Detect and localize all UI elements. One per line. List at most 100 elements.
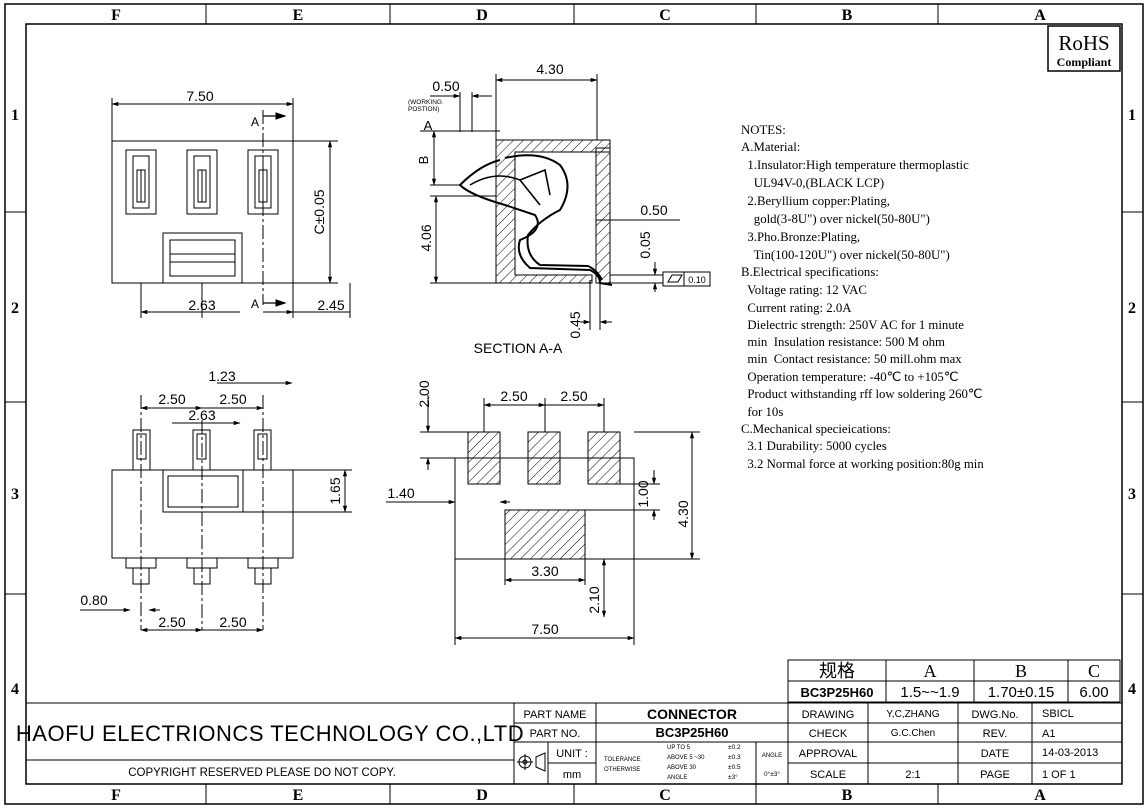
label-b: B — [416, 156, 431, 165]
dim-250a: 2.50 — [158, 391, 185, 407]
col-label-bottom: B — [842, 787, 853, 804]
dim-330: 3.30 — [531, 563, 558, 579]
flatness-value: 0.10 — [688, 275, 706, 285]
dim-250c: 2.50 — [158, 614, 185, 630]
title-block — [26, 702, 1122, 784]
note-line: 3.2 Normal force at working position:80g… — [741, 457, 984, 471]
dim-210: 2.10 — [586, 586, 602, 613]
date-value: 14-03-2013 — [1042, 747, 1098, 759]
part-name-label: PART NAME — [524, 709, 587, 721]
col-label-top: F — [111, 7, 121, 24]
tol-03: ±0.3 — [728, 754, 741, 761]
copyright: COPYRIGHT RESERVED PLEASE DO NOT COPY. — [128, 767, 396, 779]
col-label-bottom: A — [1034, 787, 1046, 804]
dim-165: 1.65 — [327, 477, 343, 504]
note-line: Operation temperature: -40℃ to +105℃ — [741, 370, 958, 384]
row-label-right: 3 — [1128, 486, 1136, 503]
dim-c: C±0.05 — [311, 189, 327, 234]
tolerance-label: TOLERANCE — [604, 757, 641, 763]
dim-263: 2.63 — [188, 407, 215, 423]
dim-430: 4.30 — [536, 61, 563, 77]
dim-200: 2.00 — [416, 380, 432, 407]
note-line: 3.Pho.Bronze:Plating, — [741, 230, 860, 244]
note-line: min Contact resistance: 50 mill.ohm max — [741, 352, 962, 366]
col-label-top: B — [842, 7, 853, 24]
section-mark-a-bottom: A — [251, 297, 259, 311]
note-line: B.Electrical specifications: — [741, 265, 879, 279]
note-line: Current rating: 2.0A — [741, 301, 852, 315]
unit-value: mm — [563, 769, 581, 781]
dim-430: 4.30 — [675, 500, 691, 527]
company-name: HAOFU ELECTRIONCS TECHNOLOGY CO.,LTD — [16, 721, 524, 746]
tol-05: ±0.5 — [728, 764, 741, 771]
label-a: A — [424, 118, 433, 133]
spec-header: 规格 — [819, 661, 855, 681]
row-label-left: 3 — [11, 486, 19, 503]
sheet-border — [4, 3, 1144, 805]
tol-up5: UP TO 5 — [667, 745, 691, 751]
rev-value: A1 — [1042, 728, 1055, 740]
tol-angle-small: ANGLE — [667, 775, 687, 781]
row-label-left: 2 — [11, 300, 19, 317]
drawing-by: Y,C,ZHANG — [886, 709, 939, 720]
spec-model: BC3P25H60 — [801, 685, 874, 700]
dim-045: 0.45 — [567, 311, 583, 338]
spec-b-value: 1.70±0.15 — [988, 684, 1055, 701]
dim-263: 2.63 — [188, 297, 215, 313]
contact-windows — [125, 149, 279, 215]
col-label-bottom: C — [659, 787, 671, 804]
pcb-layout-labels: 2.00 2.50 2.50 1.40 1.00 4.30 3.30 2.10 … — [387, 380, 691, 637]
dim-080: 0.80 — [80, 592, 107, 608]
note-line: A.Material: — [741, 140, 800, 154]
col-label-top: A — [1034, 7, 1046, 24]
dwg-no-label: DWG.No. — [971, 709, 1018, 721]
front-view-labels: 1.23 2.50 2.50 2.63 1.65 0.80 2.50 2.50 — [80, 368, 343, 630]
tol-above30: ABOVE 30 — [667, 765, 697, 771]
tol-3deg: ±3° — [728, 773, 738, 781]
dim-140: 1.40 — [387, 485, 414, 501]
scale-value: 2:1 — [905, 769, 920, 781]
dim-123: 1.23 — [208, 368, 235, 384]
note-line: C.Mechanical specieications: — [741, 422, 891, 436]
dim-750: 7.50 — [531, 621, 558, 637]
row-label-right: 1 — [1128, 107, 1136, 124]
dim-250a: 2.50 — [500, 388, 527, 404]
dim-250d: 2.50 — [219, 614, 246, 630]
dim-005: 0.05 — [637, 231, 653, 258]
date-label: DATE — [981, 748, 1010, 760]
rev-label: REV. — [983, 728, 1008, 740]
angle-label: ANGLE — [762, 753, 782, 759]
dim-245: 2.45 — [317, 297, 344, 313]
dim-100: 1.00 — [635, 480, 651, 507]
dim-406: 4.06 — [418, 224, 434, 251]
note-line: 1.Insulator:High temperature thermoplast… — [741, 158, 969, 172]
note-line: gold(3-8U") over nickel(50-80U") — [741, 212, 930, 226]
pcb-layout — [386, 395, 700, 645]
row-label-right: 2 — [1128, 300, 1136, 317]
approval-label: APPROVAL — [799, 748, 858, 760]
section-view-labels: 4.30 0.50 (WORKING POSTION) A B 4.06 0.5… — [408, 61, 706, 356]
page-value: 1 OF 1 — [1042, 769, 1076, 781]
col-label-top: E — [293, 7, 304, 24]
spec-header-b: B — [1015, 661, 1027, 681]
section-title: SECTION A-A — [474, 340, 563, 356]
dim-050-top: 0.50 — [432, 78, 459, 94]
part-no: BC3P25H60 — [656, 725, 729, 740]
check-label: CHECK — [809, 728, 848, 740]
check-by: G.C.Chen — [891, 728, 935, 739]
dim-250b: 2.50 — [219, 391, 246, 407]
rohs-title: RoHS — [1058, 31, 1109, 55]
drawing-label: DRAWING — [802, 709, 855, 721]
section-mark-a-top: A — [251, 115, 259, 129]
note-line: 2.Beryllium copper:Plating, — [741, 194, 890, 208]
note-line: Voltage rating: 12 VAC — [741, 283, 867, 297]
section-view — [420, 74, 711, 330]
row-label-left: 4 — [11, 681, 19, 698]
part-no-label: PART NO. — [530, 728, 581, 740]
col-label-top: D — [476, 7, 488, 24]
col-label-top: C — [659, 7, 671, 24]
top-view — [111, 98, 351, 318]
spec-table-text: 规格 A B C BC3P25H60 1.5~~1.9 1.70±0.15 6.… — [801, 661, 1109, 701]
col-label-bottom: E — [293, 787, 304, 804]
